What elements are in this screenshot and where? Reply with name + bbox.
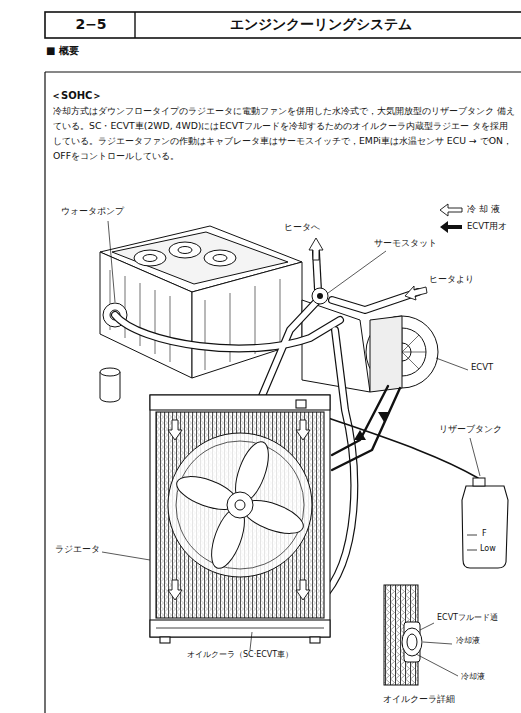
legend-text: ECVT用オ: [466, 221, 508, 232]
flow-label: ヒータへ: [283, 222, 321, 233]
section-heading: ■ 概要: [45, 45, 80, 58]
page-title: エンジンクーリングシステム: [140, 16, 502, 34]
detail-label: 冷却液: [455, 636, 481, 646]
level-mark: F: [481, 529, 488, 539]
part-label: ラジエータ: [54, 544, 101, 555]
part-label: リザーブタンク: [438, 424, 503, 435]
flow-label: ヒータより: [428, 274, 475, 285]
level-mark: Low: [479, 544, 497, 554]
detail-label: ECVTフルード通: [436, 613, 499, 623]
detail-label: 冷却液: [460, 672, 486, 682]
part-label: サーモスタット: [373, 238, 438, 249]
legend-text: 冷却液: [466, 204, 504, 215]
section-number: 2−5: [50, 16, 132, 34]
part-label: オイルクーラ（SC·ECVT車）: [186, 650, 294, 660]
part-label: ECVT: [470, 362, 494, 373]
part-label: ウォータポンプ: [60, 206, 125, 217]
subheading: ＜SOHC＞: [50, 90, 103, 103]
body-text: 冷却方式はダウンフロータイプのラジエータに電動ファンを併用した水冷式で，大気開放…: [52, 104, 516, 164]
detail-caption: オイルクーラ詳細: [382, 694, 456, 705]
